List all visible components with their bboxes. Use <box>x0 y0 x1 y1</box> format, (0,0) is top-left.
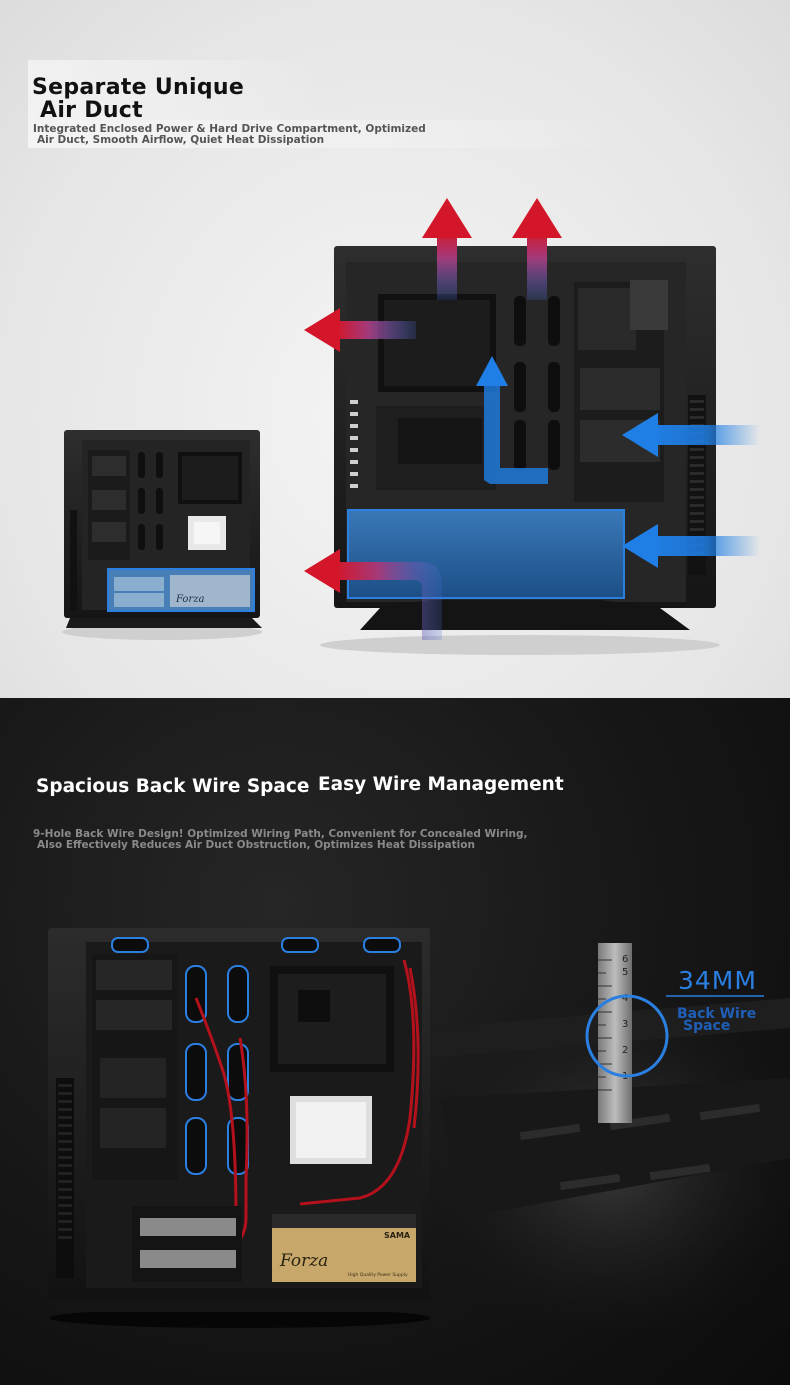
air-duct-title: Separate Unique Air Duct <box>32 76 244 122</box>
air-duct-title-line2: Air Duct <box>40 98 143 123</box>
measure-label-line2: Space <box>683 1018 731 1034</box>
title-backdrop <box>28 60 324 120</box>
wire-management-title: Easy Wire Management <box>318 774 564 795</box>
ruler: 1 2 3 4 5 6 <box>598 943 632 1123</box>
ruler-tick-4: 4 <box>622 993 628 1004</box>
psu-maker: SAMA <box>384 1231 411 1240</box>
small-case: Forza <box>62 430 262 640</box>
wire-space-section: 1 2 3 4 5 6 <box>0 698 790 1385</box>
air-duct-subtitle-line1: Integrated Enclosed Power & Hard Drive C… <box>33 123 426 135</box>
air-duct-title-line1: Separate Unique <box>32 75 245 100</box>
measure-value: 34MM <box>678 966 757 995</box>
ruler-tick-6: 6 <box>622 954 628 965</box>
air-duct-subtitle: Integrated Enclosed Power & Hard Drive C… <box>33 124 426 146</box>
psu-tagline: High Quality Power Supply <box>348 1272 408 1278</box>
wire-space-illustration: 1 2 3 4 5 6 <box>48 928 790 1328</box>
air-duct-subtitle-line2: Air Duct, Smooth Airflow, Quiet Heat Dis… <box>37 134 325 146</box>
wire-space-title: Spacious Back Wire Space <box>36 776 310 797</box>
case-back-view: Forza SAMA High Quality Power Supply <box>48 928 430 1328</box>
measure-label-line1: Back Wire <box>677 1006 757 1022</box>
subtitle-backdrop <box>28 120 628 148</box>
small-psu-brand: Forza <box>175 594 204 605</box>
wire-space-subtitle-line1: 9-Hole Back Wire Design! Optimized Wirin… <box>33 828 528 840</box>
air-duct-section: Forza <box>0 0 790 698</box>
airflow-arrows <box>304 198 760 640</box>
ruler-tick-2: 2 <box>622 1045 628 1056</box>
psu-brand: Forza <box>279 1251 328 1271</box>
air-duct-illustration: Forza <box>62 198 760 655</box>
ruler-tick-3: 3 <box>622 1019 628 1030</box>
measure-highlight-circle <box>585 994 669 1078</box>
ruler-tick-5: 5 <box>622 967 628 978</box>
wire-space-subtitle-line2: Also Effectively Reduces Air Duct Obstru… <box>37 839 475 851</box>
large-case <box>320 246 720 655</box>
wire-space-subtitle: 9-Hole Back Wire Design! Optimized Wirin… <box>33 829 527 851</box>
measure-label: Back Wire Space <box>677 1006 757 1034</box>
